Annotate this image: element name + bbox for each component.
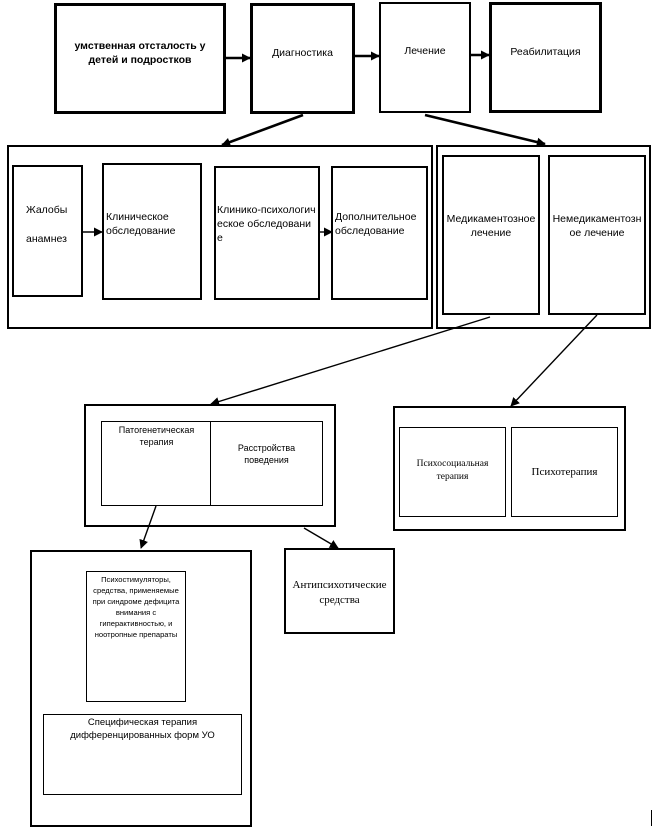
additional-exam-box: Дополнительное обследование	[331, 166, 428, 300]
treatment-group-frame	[436, 145, 651, 329]
psychosocial-therapy-box: Психосоциальная терапия	[399, 427, 506, 517]
arrow-behavior-to-antipsychotic	[303, 527, 339, 549]
clin-psych-exam-label: Клинико-психологическое обследование	[217, 204, 316, 245]
treatment-label: Лечение	[404, 45, 446, 57]
text-cursor-mark	[651, 810, 652, 826]
non-medication-group-frame	[393, 406, 626, 531]
complaints-label-line2: анамнез	[26, 233, 67, 245]
rehabilitation-box: Реабилитация	[489, 2, 602, 113]
arrow-medication-to-pathogenetic	[210, 316, 491, 406]
complaints-label-line1: Жалобы	[26, 204, 68, 216]
specific-therapy-box: Специфическая терапия дифференцированных…	[43, 714, 242, 795]
specific-therapy-label: Специфическая терапия дифференцированных…	[70, 717, 215, 741]
clin-psych-exam-box: Клинико-психологическое обследование	[214, 166, 320, 300]
main-topic-box: умственная отсталость у детей и подростк…	[54, 3, 226, 114]
pathogenetic-therapy-box: Патогенетическая терапия	[101, 421, 212, 506]
medication-label: Медикаментозное лечение	[446, 213, 536, 240]
diagnostics-group-frame	[7, 145, 433, 329]
pathogenetic-group-frame	[84, 404, 336, 527]
psychostimulants-box: Психостимуляторы, средства, применяемые …	[86, 571, 186, 702]
additional-exam-label: Дополнительное обследование	[335, 211, 417, 238]
arrow-diagnostics-down	[221, 113, 304, 147]
arrow-nonmed-to-psychosocial	[510, 314, 598, 407]
rehabilitation-label: Реабилитация	[510, 46, 581, 58]
behavior-disorders-label: Расстройства поведения	[237, 443, 296, 466]
pathogenetic-therapy-label: Патогенетическая терапия	[118, 425, 195, 448]
psychostimulants-label: Психостимуляторы, средства, применяемые …	[92, 575, 180, 639]
diagnostics-label: Диагностика	[272, 47, 333, 59]
drugs-group-frame	[30, 550, 252, 827]
antipsychotic-label: Антипсихотические средства	[292, 579, 387, 606]
arrow-pathogenetic-to-drugs	[139, 505, 157, 549]
behavior-disorders-box: Расстройства поведения	[210, 421, 323, 506]
psychosocial-therapy-label: Психосоциальная терапия	[416, 459, 489, 482]
medication-box: Медикаментозное лечение	[442, 155, 540, 315]
complaints-box: Жалобы анамнез	[12, 165, 83, 297]
psychotherapy-label: Психотерапия	[531, 466, 598, 478]
treatment-box: Лечение	[379, 2, 471, 113]
diagnostics-box: Диагностика	[250, 3, 355, 114]
clinical-exam-box: Клиническое обследование	[102, 163, 202, 300]
psychotherapy-box: Психотерапия	[511, 427, 618, 517]
non-medication-box: Немедикаментозное лечение	[548, 155, 646, 315]
main-topic-label: умственная отсталость у детей и подростк…	[74, 40, 206, 67]
clinical-exam-label: Клиническое обследование	[106, 211, 176, 238]
antipsychotic-box: Антипсихотические средства	[284, 548, 395, 634]
non-medication-label: Немедикаментозное лечение	[552, 213, 642, 240]
arrow-treatment-down	[424, 113, 546, 147]
